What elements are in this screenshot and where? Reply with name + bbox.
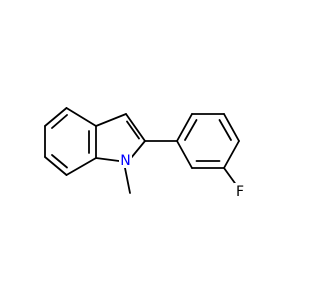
benzo-ring [44, 107, 97, 176]
fluorophenyl-ring [176, 113, 240, 169]
double-bond-c4-c5-inner [51, 114, 68, 129]
bond-n1-c7a [95, 157, 120, 162]
nitrogen-atom: N [119, 152, 132, 169]
bond-ph4-ph5 [223, 140, 240, 169]
double-bond-ph1-ph2-inner [184, 119, 198, 141]
molecule-structure: N F [44, 107, 246, 200]
double-bond-c3-c2-inner [126, 120, 140, 140]
bond-c3-c2 [125, 113, 146, 142]
double-bond-ph3-ph4-inner [218, 119, 232, 141]
nitrogen-label: N [120, 153, 130, 169]
bond-c6-c7 [44, 156, 68, 176]
pyrrole-ring [95, 113, 146, 162]
bond-c2-n1 [130, 140, 146, 159]
bond-n1-methyl [124, 167, 131, 194]
bond-c3a-c3 [95, 113, 127, 127]
bond-c3a-c4 [65, 107, 97, 127]
structure-canvas: N F [44, 107, 246, 200]
bond-ph1-ph2 [176, 113, 193, 142]
bond-c7-c7a [65, 157, 97, 176]
fluorine-atom: F [234, 183, 246, 200]
double-bond-c6-c7-inner [51, 154, 68, 169]
bond-c4-c5 [44, 107, 68, 127]
fluorine-label: F [236, 184, 244, 200]
bond-ph3-ph4 [223, 113, 240, 142]
bond-ph6-ph1 [176, 140, 193, 169]
